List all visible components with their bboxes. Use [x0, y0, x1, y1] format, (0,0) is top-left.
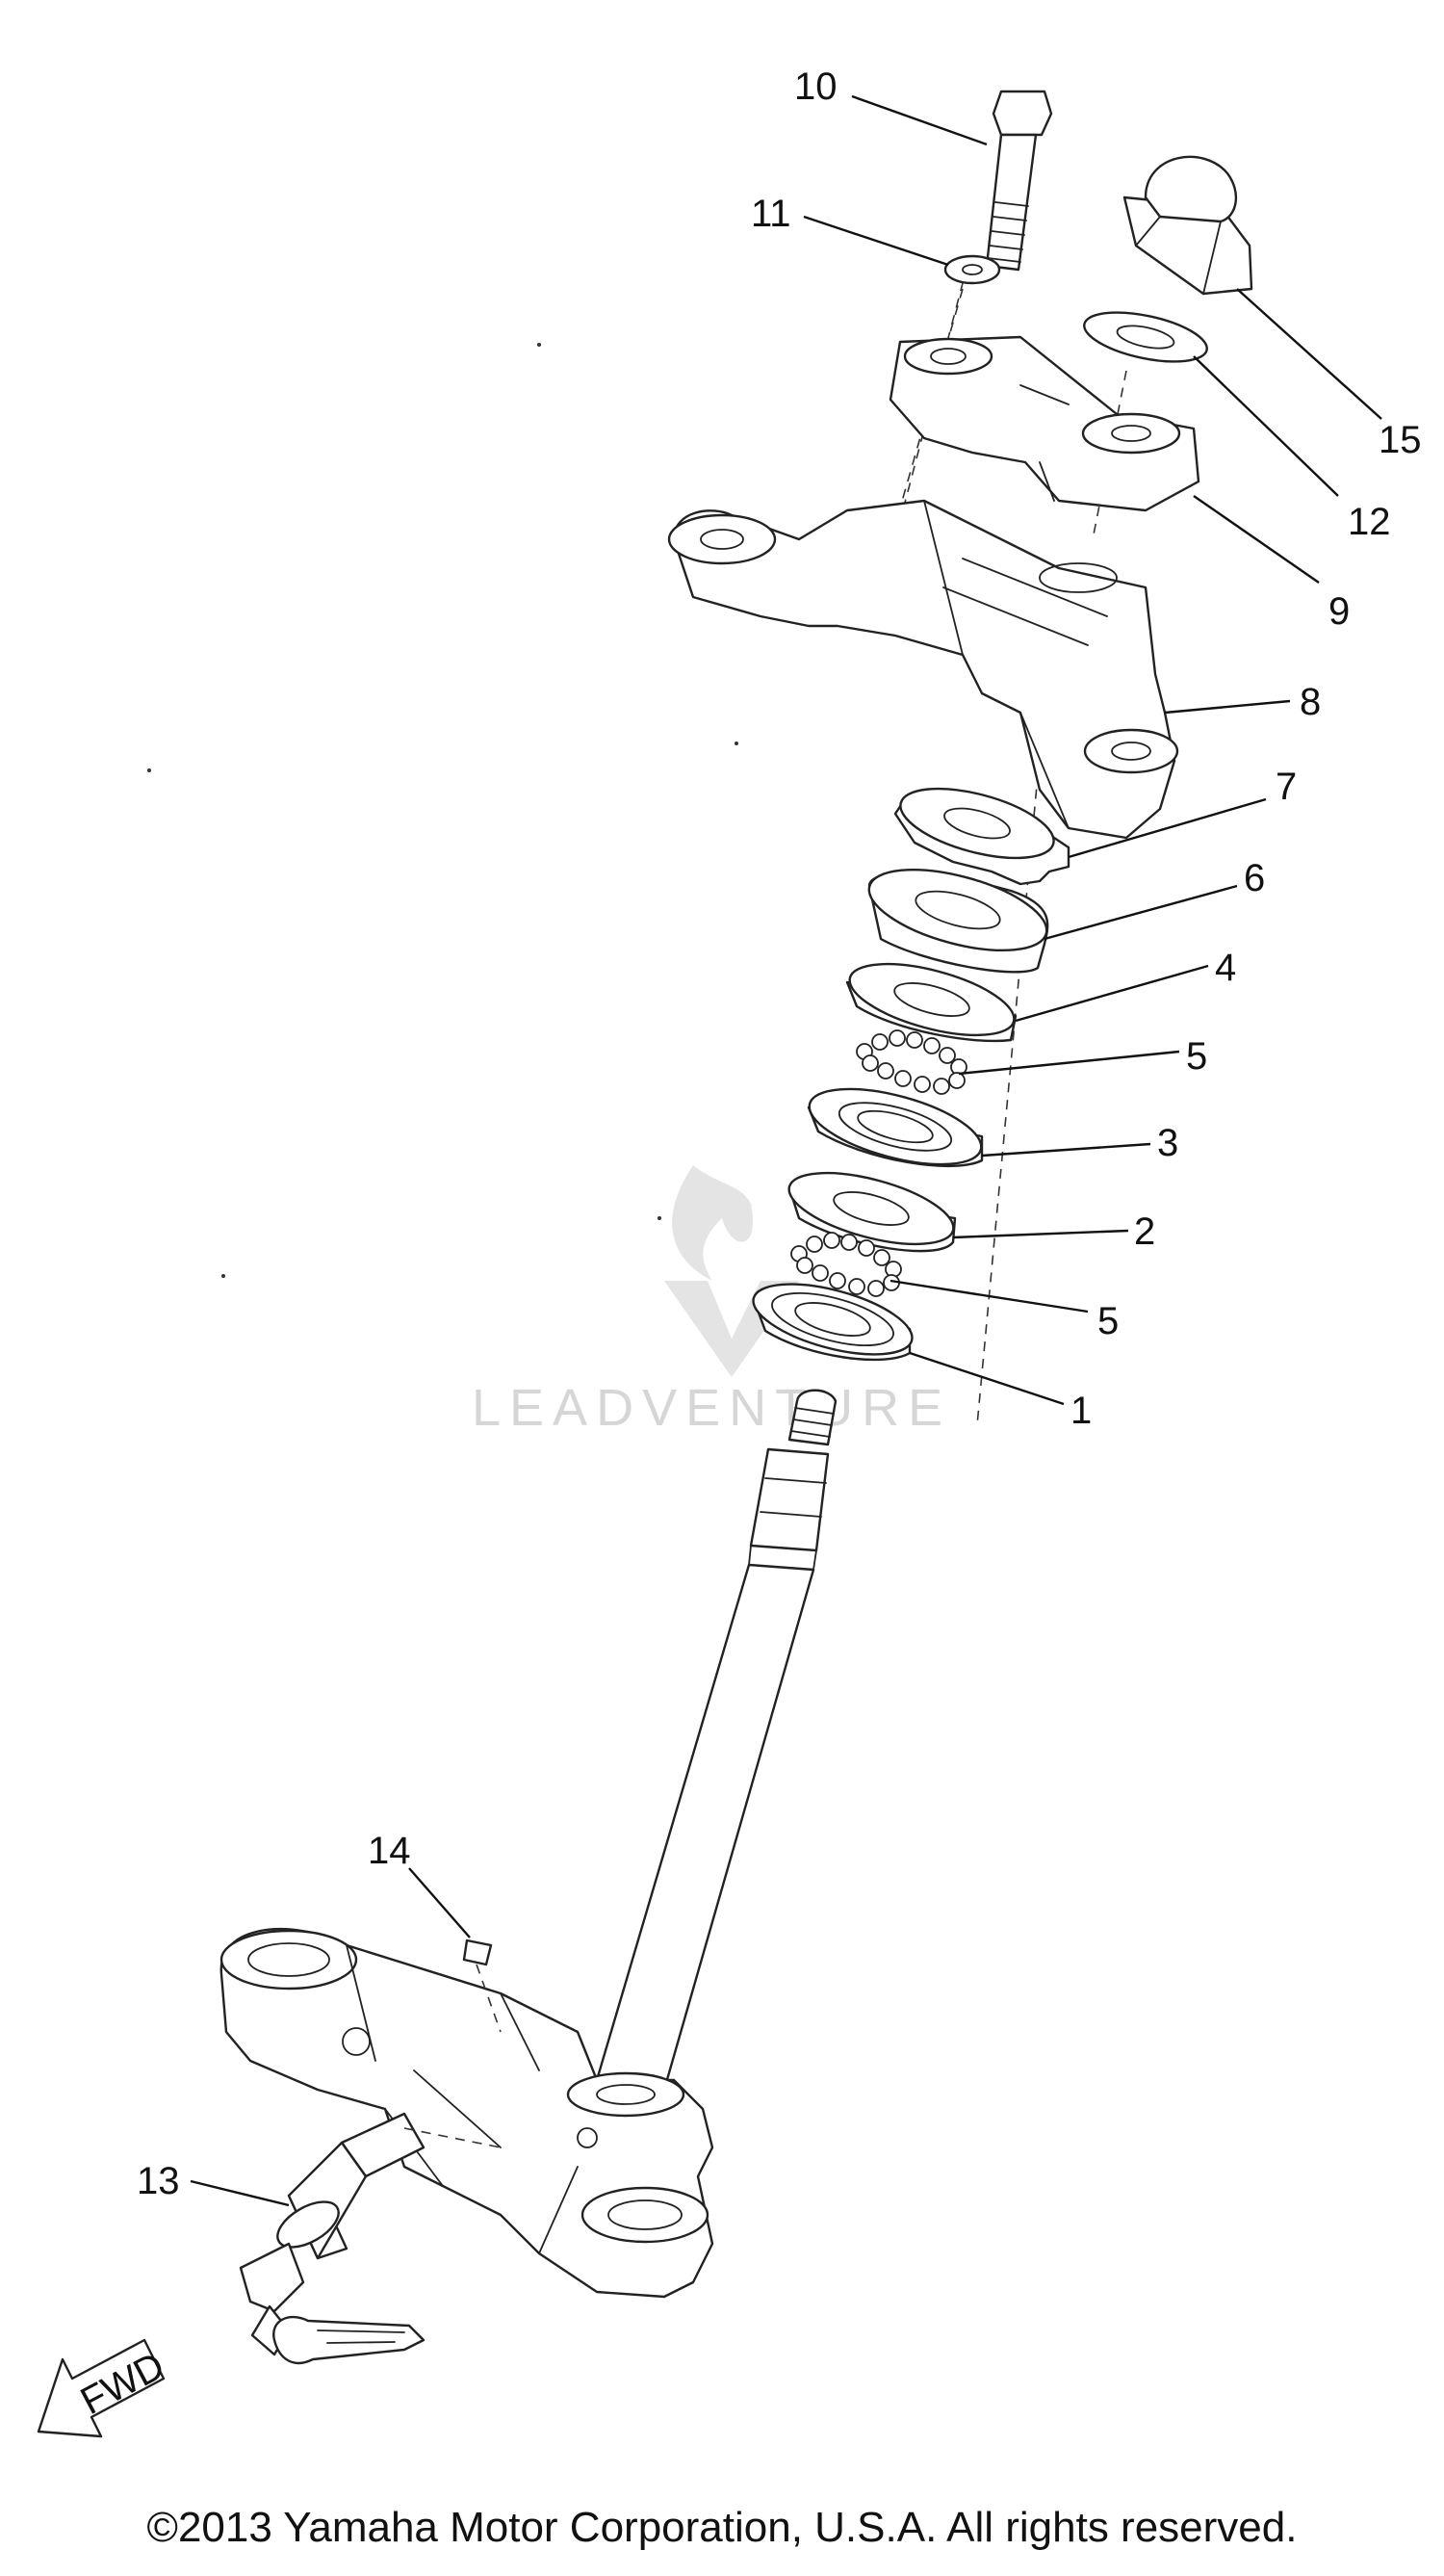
watermark-text: LEADVENTURE: [472, 1379, 951, 1437]
callout-10: 10: [794, 65, 838, 108]
callout-4: 4: [1215, 947, 1236, 989]
screw-part-14: [462, 1939, 502, 2033]
ball-bearings-part-5-upper: [856, 1029, 967, 1095]
handlebar-holder-part-9: [889, 335, 1200, 512]
washer-part-11: [943, 254, 1001, 285]
steering-stem: [595, 1389, 838, 2092]
callout-5-lower: 5: [1097, 1300, 1119, 1342]
scan-specks: [147, 343, 738, 1278]
fwd-arrow-icon: FWD: [37, 2338, 171, 2438]
bearing-race-part-1: [752, 1283, 914, 1362]
callout-5-upper: 5: [1186, 1035, 1207, 1078]
watermark-flame-icon: [672, 1165, 754, 1281]
leader-lines: [190, 94, 1382, 2207]
upper-bracket-part-8: [667, 499, 1179, 840]
callout-6: 6: [1244, 857, 1265, 899]
callout-3: 3: [1157, 1122, 1178, 1164]
callout-13: 13: [137, 2160, 180, 2202]
callout-9: 9: [1328, 590, 1350, 633]
bearing-race-part-2: [787, 1171, 957, 1253]
seal-part-6: [867, 868, 1049, 974]
bearing-race-part-3: [807, 1087, 984, 1168]
callout-2: 2: [1134, 1210, 1155, 1253]
bearing-race-part-4: [845, 962, 1018, 1043]
callout-1: 1: [1070, 1390, 1092, 1432]
ball-bearings-part-5-lower: [790, 1232, 902, 1297]
washer-part-12: [1083, 311, 1208, 363]
cap-nut-part-15: [1122, 155, 1253, 296]
lower-bracket: [219, 1927, 714, 2299]
ring-nut-part-7: [893, 787, 1070, 886]
bolt-part-10: [985, 90, 1053, 272]
callouts: 10 11 15 12 9 8 7 6 4 5 3 2 5 1 14 13: [137, 65, 1422, 2202]
callout-11: 11: [751, 193, 791, 235]
copyright-notice: ©2013 Yamaha Motor Corporation, U.S.A. A…: [146, 2504, 1298, 2551]
callout-8: 8: [1300, 681, 1321, 723]
callout-14: 14: [368, 1830, 411, 1872]
callout-12: 12: [1348, 501, 1391, 543]
callout-15: 15: [1379, 419, 1422, 461]
callout-7: 7: [1276, 766, 1297, 808]
steering-lock-part-13: [239, 2112, 502, 2365]
